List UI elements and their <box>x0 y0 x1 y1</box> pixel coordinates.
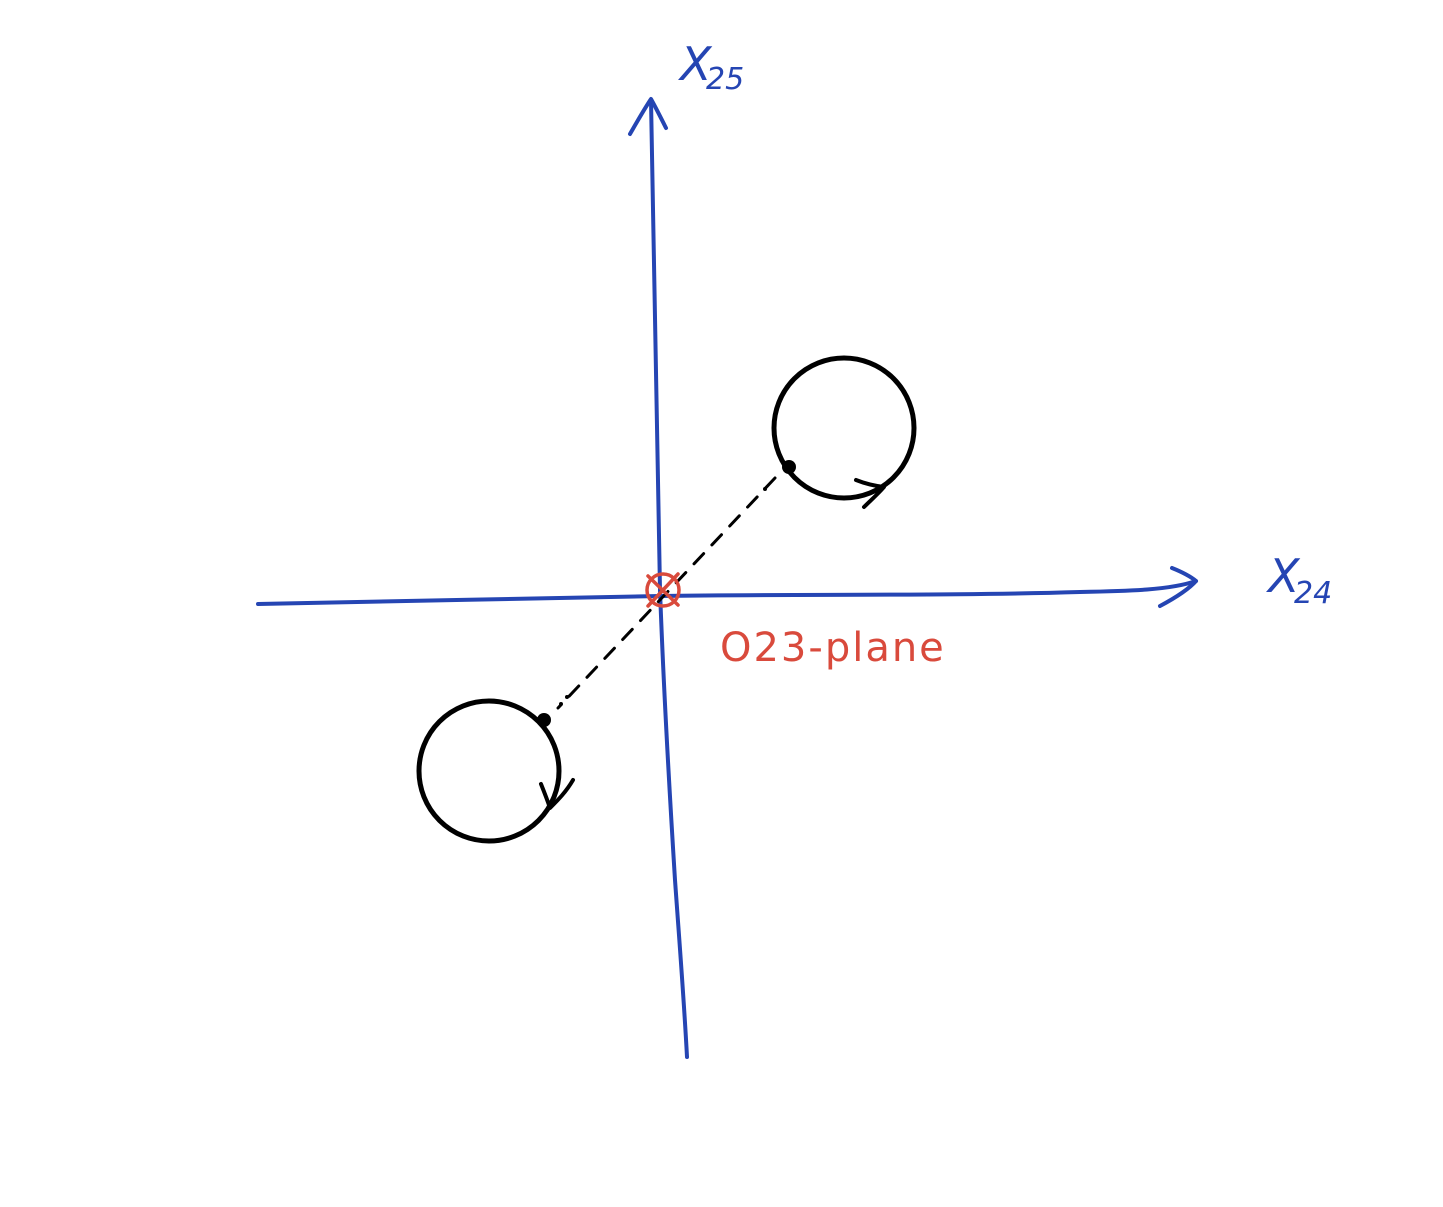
x25-axis <box>628 97 689 1059</box>
connector-dot <box>763 487 767 491</box>
connector-dot <box>565 695 569 699</box>
x24-axis-line <box>256 579 1198 606</box>
x25-axis-line <box>649 98 689 1059</box>
x25-axis-label: X 25 <box>678 37 744 97</box>
x25-axis-label-name: X <box>678 37 713 91</box>
loop-upper-right-circle <box>771 355 917 501</box>
origin-label: O23-plane <box>720 625 946 671</box>
loop-lower-left-circle <box>416 698 562 844</box>
x24-axis-arrowhead <box>1158 566 1198 608</box>
origin-marker <box>645 572 681 608</box>
loop-lower-left <box>416 698 575 844</box>
origin-marker-circle <box>645 572 681 608</box>
loop-lower-left-arrowhead <box>539 778 575 810</box>
loop-upper-right-arrowhead <box>854 478 886 509</box>
loop-upper-right <box>771 355 917 509</box>
loop-lower-left-point <box>537 713 551 727</box>
x25-axis-label-subscript: 25 <box>706 62 744 97</box>
origin-marker-cross <box>646 572 680 608</box>
x24-axis <box>256 566 1198 608</box>
x24-axis-label-subscript: 24 <box>1294 576 1332 611</box>
x24-axis-label-name: X <box>1266 549 1301 603</box>
loop-upper-right-point <box>782 460 796 474</box>
connector-dot <box>559 702 563 706</box>
x24-axis-label: X 24 <box>1266 549 1332 611</box>
x25-axis-arrowhead <box>628 97 668 136</box>
